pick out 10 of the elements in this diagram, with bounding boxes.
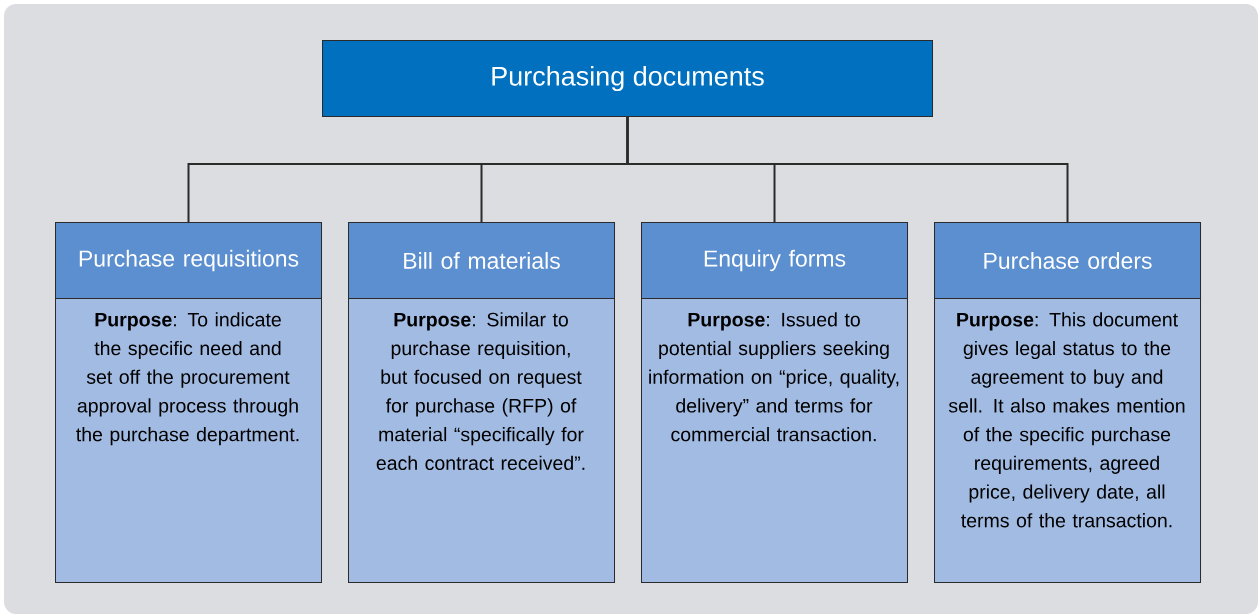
title-box: Purchasing documents xyxy=(322,40,933,117)
card-header: Enquiry forms xyxy=(641,222,908,299)
purpose-text: Purpose: Similar to purchase requisition, but focused on request for purchase (RFP) of material “specifically for each contract received”. xyxy=(376,312,585,470)
purpose-text: Purpose: Issued to potential suppliers seeking information on “price, quality, delivery” and terms for commercial transaction. xyxy=(649,312,899,442)
purpose-text: Purpose: This document gives legal status to the agreement to buy and sell. It also makes mention of the specific purchase requirements, agreed price, delivery date, all terms of the transaction. xyxy=(948,312,1185,528)
purpose-text: Purpose: To indicate the specific need and set off the procurement approval process through the purchase department. xyxy=(76,312,299,446)
card-header: Purchase requisitions xyxy=(55,222,322,299)
card-header: Purchase orders xyxy=(934,222,1201,299)
card-header: Bill of materials xyxy=(348,222,615,299)
connector-line xyxy=(626,116,1069,223)
